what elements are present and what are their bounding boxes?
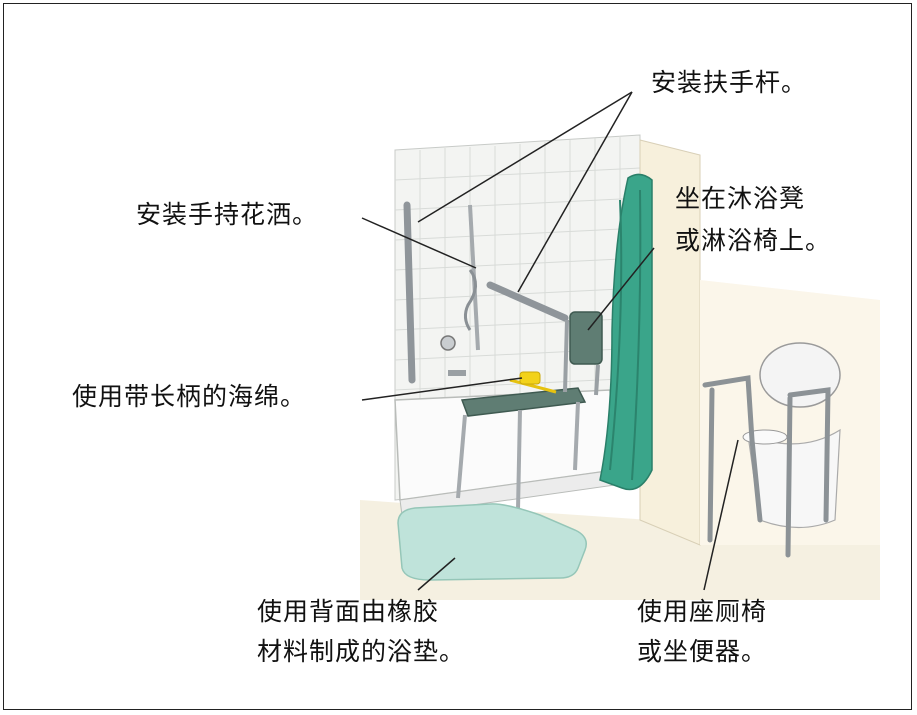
label-sponge: 使用带长柄的海绵。 [72,382,307,411]
long-handled-sponge [519,371,541,385]
label-handheld-shower: 安装手持花洒。 [136,200,319,229]
bench-seat [460,387,587,417]
label-grab-bar: 安装扶手杆。 [651,68,808,97]
toilet-base [747,428,841,529]
bench-back [569,311,603,365]
label-mat-line1: 使用背面由橡胶 [257,597,440,626]
diagram-frame [3,3,912,710]
label-commode-line2: 或坐便器。 [637,637,768,666]
label-commode-line1: 使用座厕椅 [637,597,768,626]
label-mat-line2: 材料制成的浴垫。 [257,637,466,666]
diagonal-grab-bar [486,281,569,322]
bench-legs [456,401,580,511]
shower-curtain [599,173,653,491]
vertical-grab-bar [403,201,416,384]
leader-lines [361,91,739,591]
commode-frame [702,375,831,558]
bath-mat [397,503,587,581]
label-bench-line2: 或淋浴椅上。 [675,226,832,255]
label-bench-line1: 坐在沐浴凳 [675,184,806,213]
